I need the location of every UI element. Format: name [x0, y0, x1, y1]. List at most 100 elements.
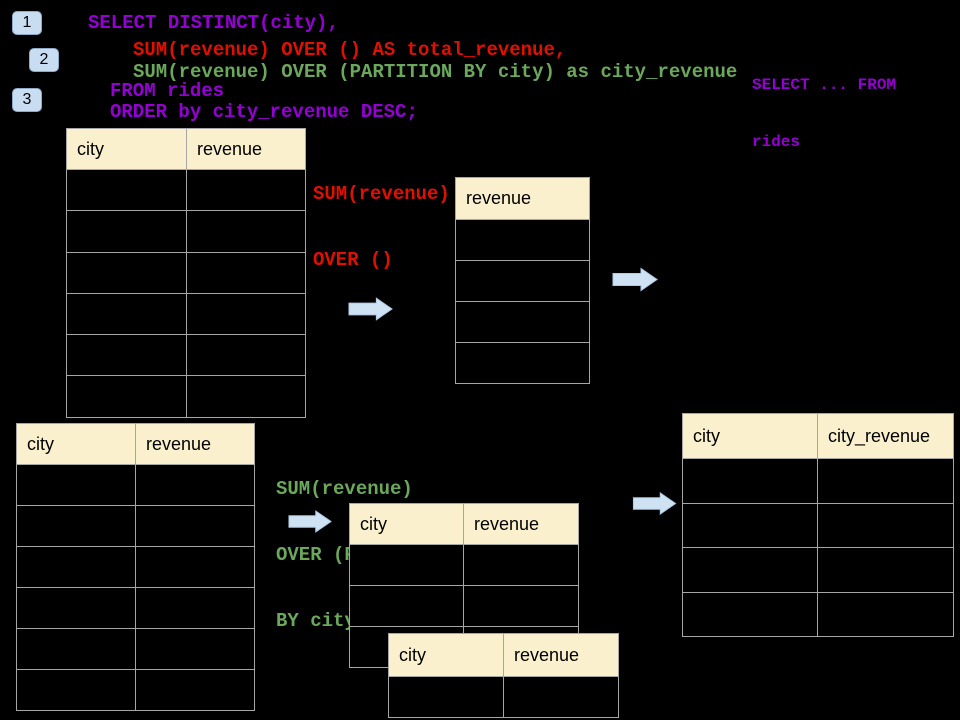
flow-arrow-right-icon [288, 510, 332, 533]
table-cell [67, 376, 187, 417]
table-cell [464, 545, 578, 585]
table-total-revenue: revenue [455, 177, 590, 384]
table-row [17, 546, 254, 587]
table-cell [456, 220, 589, 260]
table-cell [389, 677, 504, 717]
table-row [683, 502, 953, 548]
table-row [67, 292, 305, 335]
table-row [456, 301, 589, 342]
table-row [456, 342, 589, 383]
table-row [17, 628, 254, 669]
table-cell [136, 465, 254, 505]
sql-line-partition: SUM(revenue) OVER (PARTITION BY city) as… [133, 61, 738, 83]
column-header: city [350, 504, 464, 544]
table-cell [350, 586, 464, 626]
table-row [683, 547, 953, 592]
table-cell [67, 293, 187, 335]
sql-line-total: SUM(revenue) OVER () AS total_revenue, [133, 39, 567, 61]
table-row [350, 544, 578, 585]
table-cell [67, 335, 187, 376]
table-cell [818, 459, 953, 503]
table-row [17, 669, 254, 710]
annotation-line: SUM(revenue) [313, 183, 450, 205]
table-cell [818, 548, 953, 592]
table-row [17, 464, 254, 505]
annotation-line: OVER () [313, 249, 393, 271]
side-note-line-2: rides [752, 133, 801, 151]
table-cell [818, 593, 953, 637]
table-row [350, 585, 578, 626]
table-cell [456, 343, 589, 383]
column-header: revenue [514, 644, 580, 665]
table-row [683, 591, 953, 637]
sql-line-order: ORDER by city_revenue DESC; [110, 101, 418, 123]
sql-line-from: FROM rides [110, 80, 225, 102]
table-source-bottom: city revenue [16, 423, 255, 711]
side-note: SELECT ... FROM rides [752, 38, 896, 190]
table-cell [350, 545, 464, 585]
table-cell [136, 629, 254, 669]
table-cell [504, 677, 618, 717]
table-cell [683, 459, 818, 503]
table-cell [67, 252, 187, 293]
flow-arrow-right-icon [632, 492, 677, 515]
annotation-total-window: SUM(revenue) OVER () [313, 139, 450, 315]
column-header: city [67, 129, 187, 169]
table-cell [187, 211, 305, 251]
flow-arrow-right-icon [612, 267, 658, 292]
table-cell [17, 465, 136, 505]
table-row [67, 169, 305, 211]
table-row [67, 251, 305, 293]
table-row [456, 260, 589, 301]
table-cell [17, 547, 136, 587]
table-row [67, 210, 305, 252]
table-header-row: city revenue [67, 129, 305, 169]
step-badge-2: 2 [29, 48, 59, 72]
table-cell [683, 548, 818, 592]
table-cell [17, 588, 136, 628]
table-cell [456, 261, 589, 301]
table-source-top: city revenue [66, 128, 306, 418]
table-row [389, 676, 618, 717]
table-cell [187, 170, 305, 210]
table-cell [136, 588, 254, 628]
column-header: revenue [197, 138, 263, 159]
column-header: revenue [146, 433, 212, 454]
table-row [456, 219, 589, 260]
table-cell [67, 211, 187, 252]
column-header: revenue [466, 188, 532, 208]
column-header: city [17, 424, 136, 464]
table-cell [67, 170, 187, 211]
step-badge-3: 3 [12, 88, 42, 112]
table-row [17, 505, 254, 546]
table-header-row: revenue [456, 178, 589, 219]
table-cell [17, 506, 136, 546]
table-cell [456, 302, 589, 342]
table-cell [17, 670, 136, 710]
table-cell [818, 504, 953, 548]
table-cell [187, 253, 305, 293]
step-badge-1: 1 [12, 11, 42, 35]
table-cell [187, 376, 305, 416]
table-cell [683, 592, 818, 636]
side-note-line-1: SELECT ... FROM [752, 76, 897, 94]
column-header: revenue [474, 513, 540, 534]
table-cell [187, 335, 305, 375]
annotation-line: SUM(revenue) [276, 478, 413, 500]
column-header: city [683, 414, 818, 458]
flow-arrow-right-icon [348, 297, 393, 321]
table-row [67, 375, 305, 417]
table-cell [683, 503, 818, 547]
table-row [67, 334, 305, 376]
table-cell [136, 506, 254, 546]
table-row [17, 587, 254, 628]
table-header-row: city revenue [350, 504, 578, 544]
table-cell [464, 586, 578, 626]
table-header-row: city revenue [17, 424, 254, 464]
table-cell [136, 547, 254, 587]
